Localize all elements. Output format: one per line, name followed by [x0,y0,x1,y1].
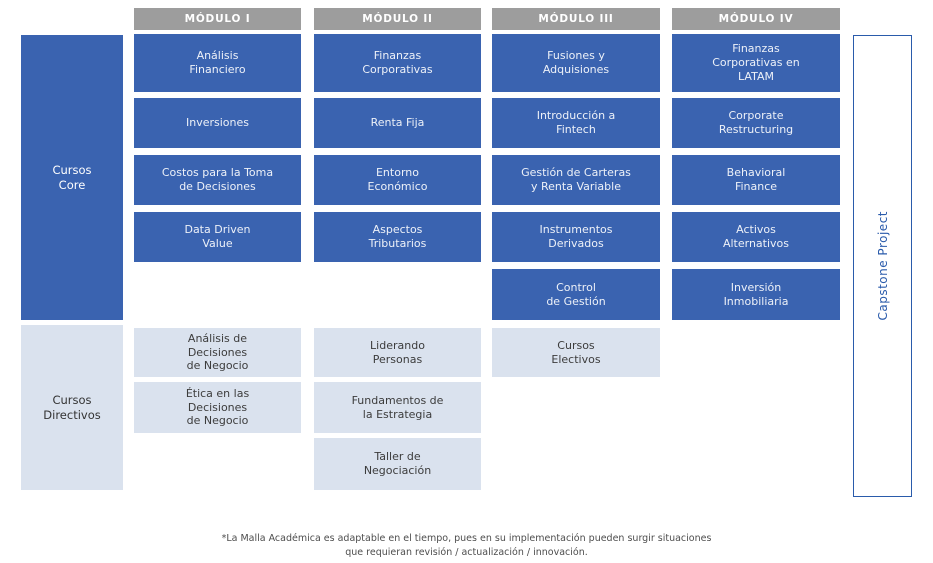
course-box: Inversiones [134,98,301,148]
course-box: Inversión Inmobiliaria [672,269,840,320]
course-box: Control de Gestión [492,269,660,320]
course-box: Liderando Personas [314,328,481,377]
electives-box: Cursos Electivos [492,328,660,377]
course-box: Behavioral Finance [672,155,840,205]
capstone-box: Capstone Project [853,35,912,497]
course-box: Finanzas Corporativas [314,34,481,92]
course-box: Data Driven Value [134,212,301,262]
course-box: Taller de Negociación [314,438,481,490]
course-box: Fusiones y Adquisiones [492,34,660,92]
course-box: Costos para la Toma de Decisiones [134,155,301,205]
course-box: Fundamentos de la Estrategia [314,382,481,433]
course-box: Finanzas Corporativas en LATAM [672,34,840,92]
capstone-label: Capstone Project [875,211,890,321]
course-box: Introducción a Fintech [492,98,660,148]
course-box: Entorno Económico [314,155,481,205]
module-header-1: MÓDULO I [134,8,301,30]
course-box: Análisis Financiero [134,34,301,92]
course-box: Análisis de Decisiones de Negocio [134,328,301,377]
course-box: Aspectos Tributarios [314,212,481,262]
side-label-cursos-core: Cursos Core [21,35,123,320]
course-box: Ética en las Decisiones de Negocio [134,382,301,433]
course-box: Activos Alternativos [672,212,840,262]
course-box: Gestión de Carteras y Renta Variable [492,155,660,205]
course-box: Renta Fija [314,98,481,148]
side-label-cursos-directivos: Cursos Directivos [21,325,123,490]
module-header-4: MÓDULO IV [672,8,840,30]
module-header-2: MÓDULO II [314,8,481,30]
course-box: Instrumentos Derivados [492,212,660,262]
module-header-3: MÓDULO III [492,8,660,30]
course-box: Corporate Restructuring [672,98,840,148]
footnote: *La Malla Académica es adaptable en el t… [221,533,712,558]
